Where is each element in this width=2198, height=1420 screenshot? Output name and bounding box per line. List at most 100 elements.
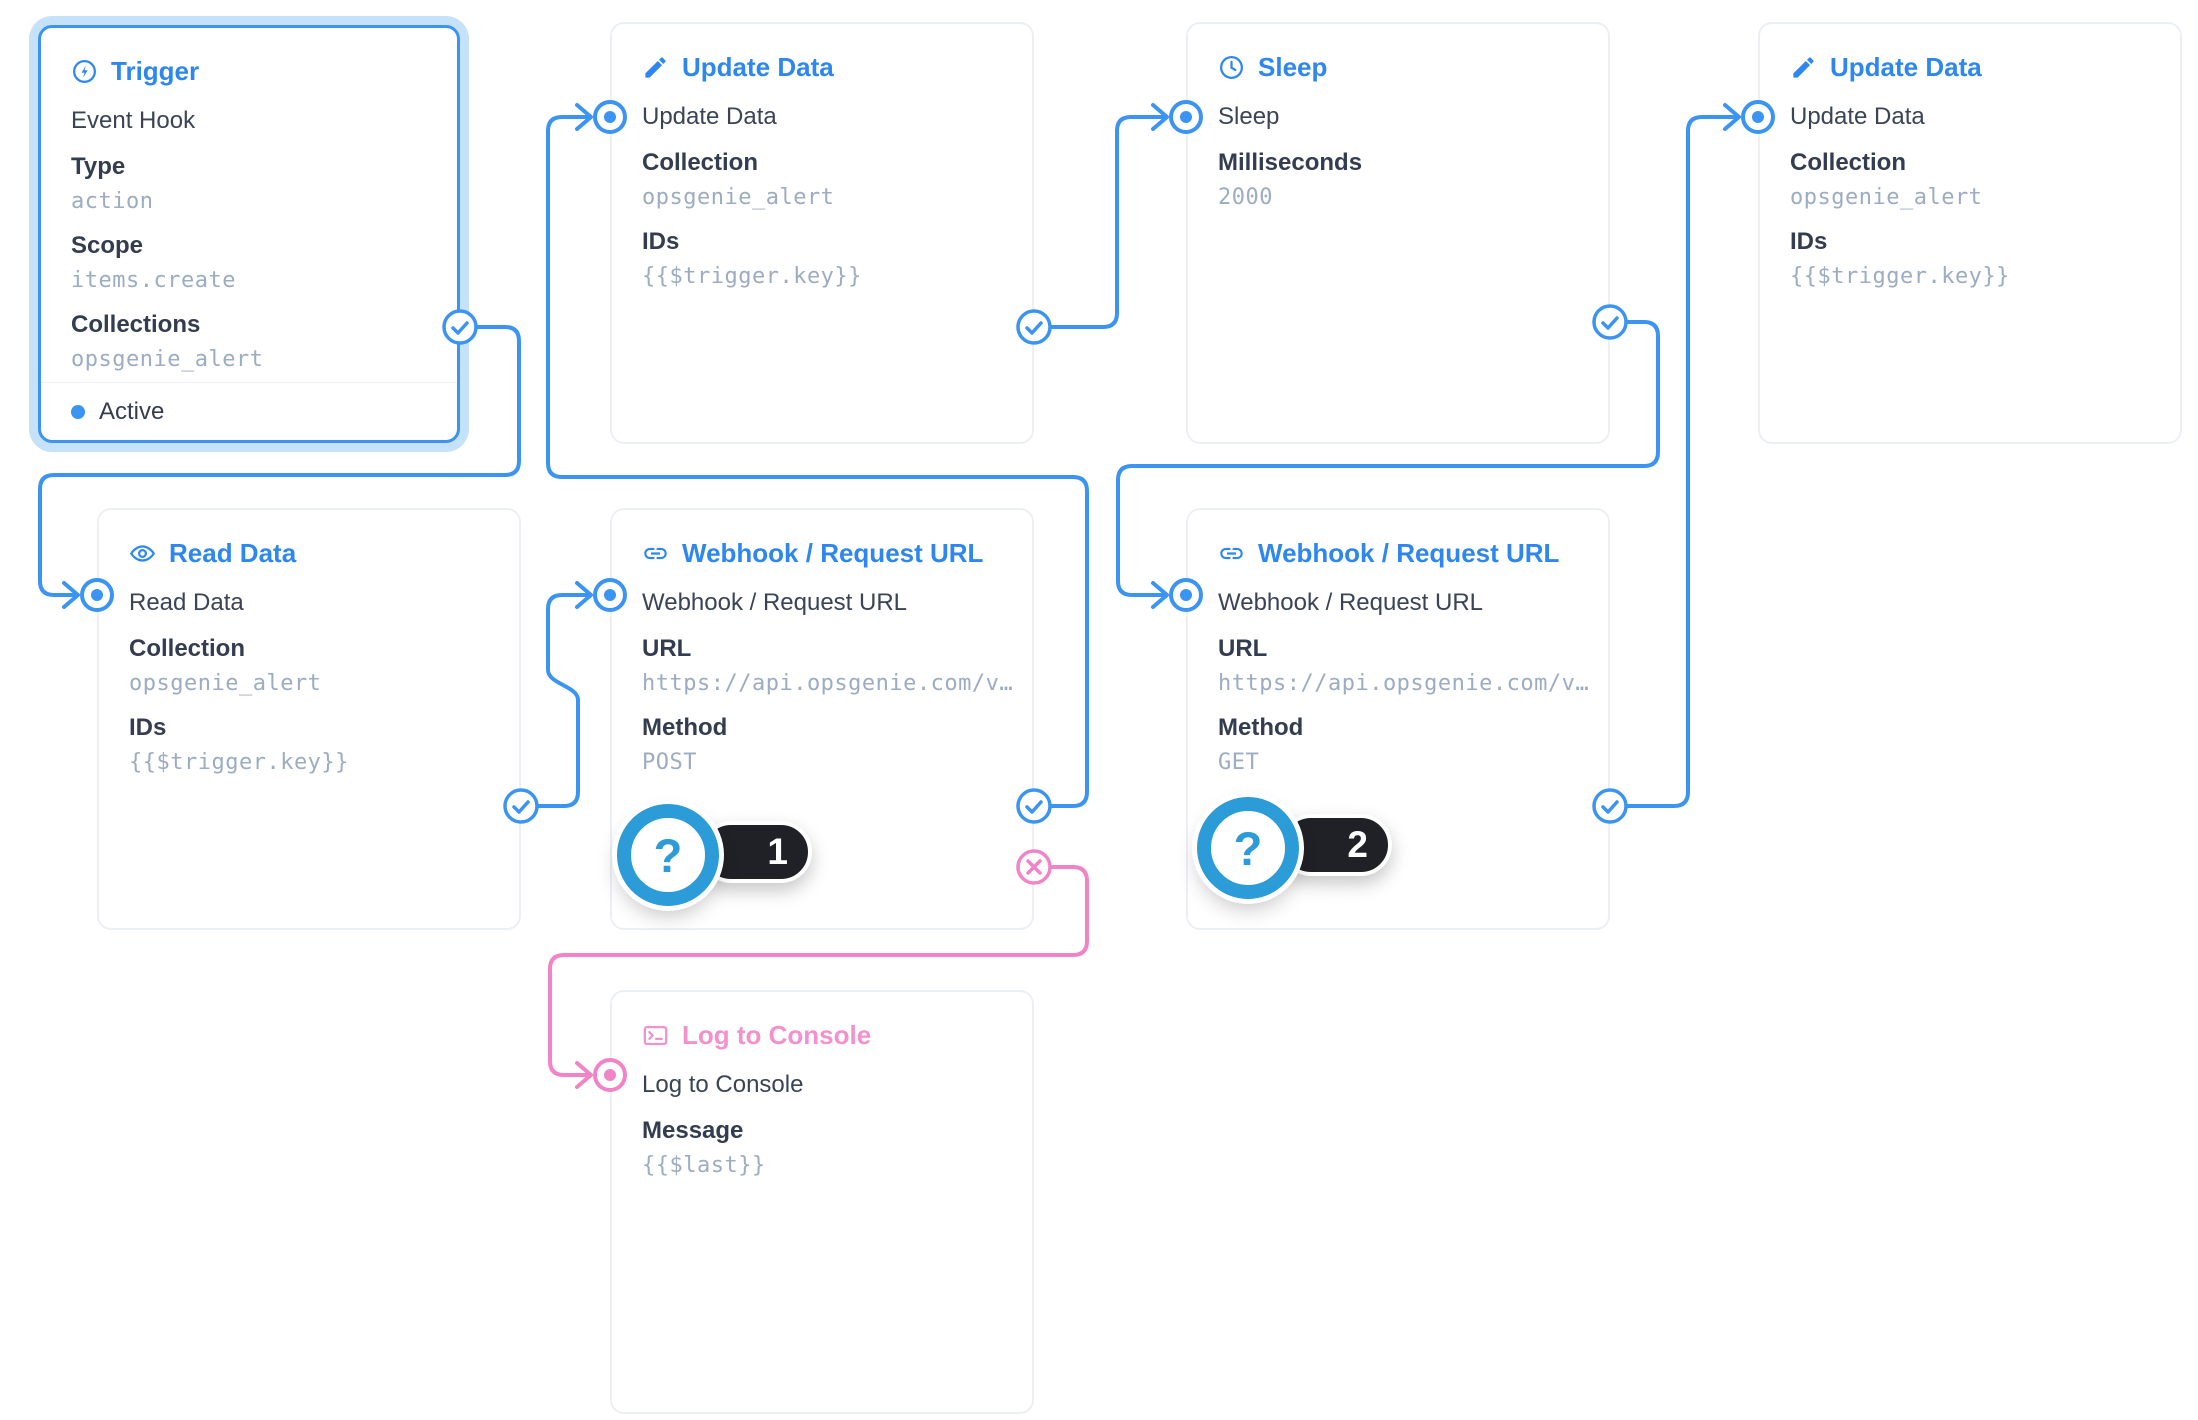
flow-card-read-data[interactable]: Read Data Read Data Collection opsgenie_… bbox=[97, 508, 521, 930]
input-node-sleep[interactable] bbox=[1169, 100, 1203, 134]
field-label: Type bbox=[71, 152, 126, 180]
link-icon bbox=[642, 540, 669, 567]
field-label: Collection bbox=[642, 148, 759, 176]
flow-card-trigger[interactable]: Trigger Event Hook Type action Scope ite… bbox=[38, 25, 460, 443]
field-label: Message bbox=[642, 1116, 744, 1144]
field-label: IDs bbox=[642, 227, 680, 255]
field-value: opsgenie_alert bbox=[642, 184, 835, 210]
field-value: {{$last}} bbox=[642, 1152, 766, 1178]
arrowhead-into-log-to-console bbox=[575, 1061, 593, 1089]
card-title-label: Trigger bbox=[111, 56, 200, 86]
eye-icon bbox=[129, 540, 156, 567]
field-label: IDs bbox=[1790, 227, 1828, 255]
arrowhead-into-update-data-2 bbox=[1723, 103, 1741, 131]
resolve-node-trigger[interactable] bbox=[442, 309, 478, 345]
field-label: Collection bbox=[1790, 148, 1907, 176]
field-value: https://api.opsgenie.com/v… bbox=[642, 670, 1014, 696]
operation-name: Log to Console bbox=[642, 1071, 804, 1098]
flow-card-log-to-console[interactable]: Log to Console Log to Console Message {{… bbox=[610, 990, 1034, 1414]
field-value: GET bbox=[1218, 749, 1260, 775]
card-title-row: Update Data bbox=[1790, 52, 2150, 83]
card-title-row: Update Data bbox=[642, 52, 1002, 83]
user-badge-number: 2 bbox=[1347, 824, 1368, 865]
arrowhead-into-webhook-2 bbox=[1151, 581, 1169, 609]
active-status-label: Active bbox=[99, 397, 165, 425]
operation-name: Webhook / Request URL bbox=[642, 589, 908, 616]
field-label: URL bbox=[642, 634, 692, 662]
card-title-row: Log to Console bbox=[642, 1020, 1002, 1051]
resolve-node-read-data[interactable] bbox=[503, 788, 539, 824]
user-badge-number: 1 bbox=[767, 831, 788, 872]
card-title-label: Webhook / Request URL bbox=[1258, 538, 1560, 568]
card-title-label: Update Data bbox=[1830, 52, 1982, 82]
operation-name: Update Data bbox=[1790, 103, 1925, 130]
resolve-node-sleep[interactable] bbox=[1592, 304, 1628, 340]
question-mark-avatar-icon: ? bbox=[1197, 797, 1299, 899]
connection-read-data-to-webhook-1 bbox=[519, 593, 589, 808]
field-label: Method bbox=[642, 713, 728, 741]
operation-name: Update Data bbox=[642, 103, 777, 130]
operation-name: Webhook / Request URL bbox=[1218, 589, 1484, 616]
card-title-label: Log to Console bbox=[682, 1020, 872, 1050]
clock-icon bbox=[1218, 54, 1245, 81]
field-value: POST bbox=[642, 749, 697, 775]
input-node-read-data[interactable] bbox=[80, 578, 114, 612]
pencil-icon bbox=[642, 54, 669, 81]
input-node-webhook-2[interactable] bbox=[1169, 578, 1203, 612]
input-node-update-data-2[interactable] bbox=[1741, 100, 1775, 134]
field-label: IDs bbox=[129, 713, 167, 741]
field-value: {{$trigger.key}} bbox=[1790, 263, 2010, 289]
reject-node-webhook-1[interactable] bbox=[1016, 849, 1052, 885]
connection-webhook-2-to-update-data-2 bbox=[1608, 115, 1737, 808]
card-title-row: Webhook / Request URL bbox=[1218, 538, 1578, 569]
field-value: items.create bbox=[71, 267, 236, 293]
question-mark-avatar-icon: ? bbox=[617, 804, 719, 906]
resolve-node-webhook-2[interactable] bbox=[1592, 788, 1628, 824]
card-title-label: Webhook / Request URL bbox=[682, 538, 984, 568]
field-label: Collection bbox=[129, 634, 246, 662]
unknown-user-badge-2[interactable]: 2 ? bbox=[1197, 797, 1407, 907]
field-value: {{$trigger.key}} bbox=[129, 749, 349, 775]
arrowhead-into-webhook-1 bbox=[575, 581, 593, 609]
terminal-icon bbox=[642, 1022, 669, 1049]
operation-name: Sleep bbox=[1218, 103, 1280, 130]
field-value: 2000 bbox=[1218, 184, 1273, 210]
trigger-status-footer: Active bbox=[41, 382, 457, 440]
flow-card-update-data-1[interactable]: Update Data Update Data Collection opsge… bbox=[610, 22, 1034, 444]
card-title-label: Sleep bbox=[1258, 52, 1328, 82]
card-title-row: Read Data bbox=[129, 538, 489, 569]
input-node-log-to-console[interactable] bbox=[593, 1058, 627, 1092]
card-title-label: Read Data bbox=[169, 538, 297, 568]
resolve-node-webhook-1[interactable] bbox=[1016, 788, 1052, 824]
pencil-icon bbox=[1790, 54, 1817, 81]
unknown-user-badge-1[interactable]: 1 ? bbox=[617, 804, 827, 914]
flow-card-sleep[interactable]: Sleep Sleep Milliseconds 2000 bbox=[1186, 22, 1610, 444]
field-value: opsgenie_alert bbox=[71, 346, 264, 372]
card-title-label: Update Data bbox=[682, 52, 834, 82]
operation-name: Read Data bbox=[129, 589, 244, 616]
arrowhead-into-sleep bbox=[1151, 103, 1169, 131]
card-title-row: Webhook / Request URL bbox=[642, 538, 1002, 569]
resolve-node-update-data-1[interactable] bbox=[1016, 309, 1052, 345]
field-label: URL bbox=[1218, 634, 1268, 662]
field-value: opsgenie_alert bbox=[1790, 184, 1983, 210]
field-label: Collections bbox=[71, 311, 201, 339]
link-icon bbox=[1218, 540, 1245, 567]
field-label: Method bbox=[1218, 713, 1304, 741]
trigger-type-name: Event Hook bbox=[71, 107, 196, 134]
active-status-dot bbox=[71, 404, 85, 419]
card-title-row: Sleep bbox=[1218, 52, 1578, 83]
flow-card-update-data-2[interactable]: Update Data Update Data Collection opsge… bbox=[1758, 22, 2182, 444]
field-value: action bbox=[71, 188, 154, 214]
arrowhead-into-read-data bbox=[62, 581, 80, 609]
input-node-update-data-1[interactable] bbox=[593, 100, 627, 134]
field-value: https://api.opsgenie.com/v… bbox=[1218, 670, 1590, 696]
field-value: {{$trigger.key}} bbox=[642, 263, 862, 289]
field-label: Milliseconds bbox=[1218, 148, 1363, 176]
connection-update-data-1-to-sleep bbox=[1032, 115, 1165, 329]
input-node-webhook-1[interactable] bbox=[593, 578, 627, 612]
field-value: opsgenie_alert bbox=[129, 670, 322, 696]
field-label: Scope bbox=[71, 231, 144, 259]
arrowhead-into-update-data-1 bbox=[575, 103, 593, 131]
card-title-row: Trigger bbox=[71, 56, 427, 87]
